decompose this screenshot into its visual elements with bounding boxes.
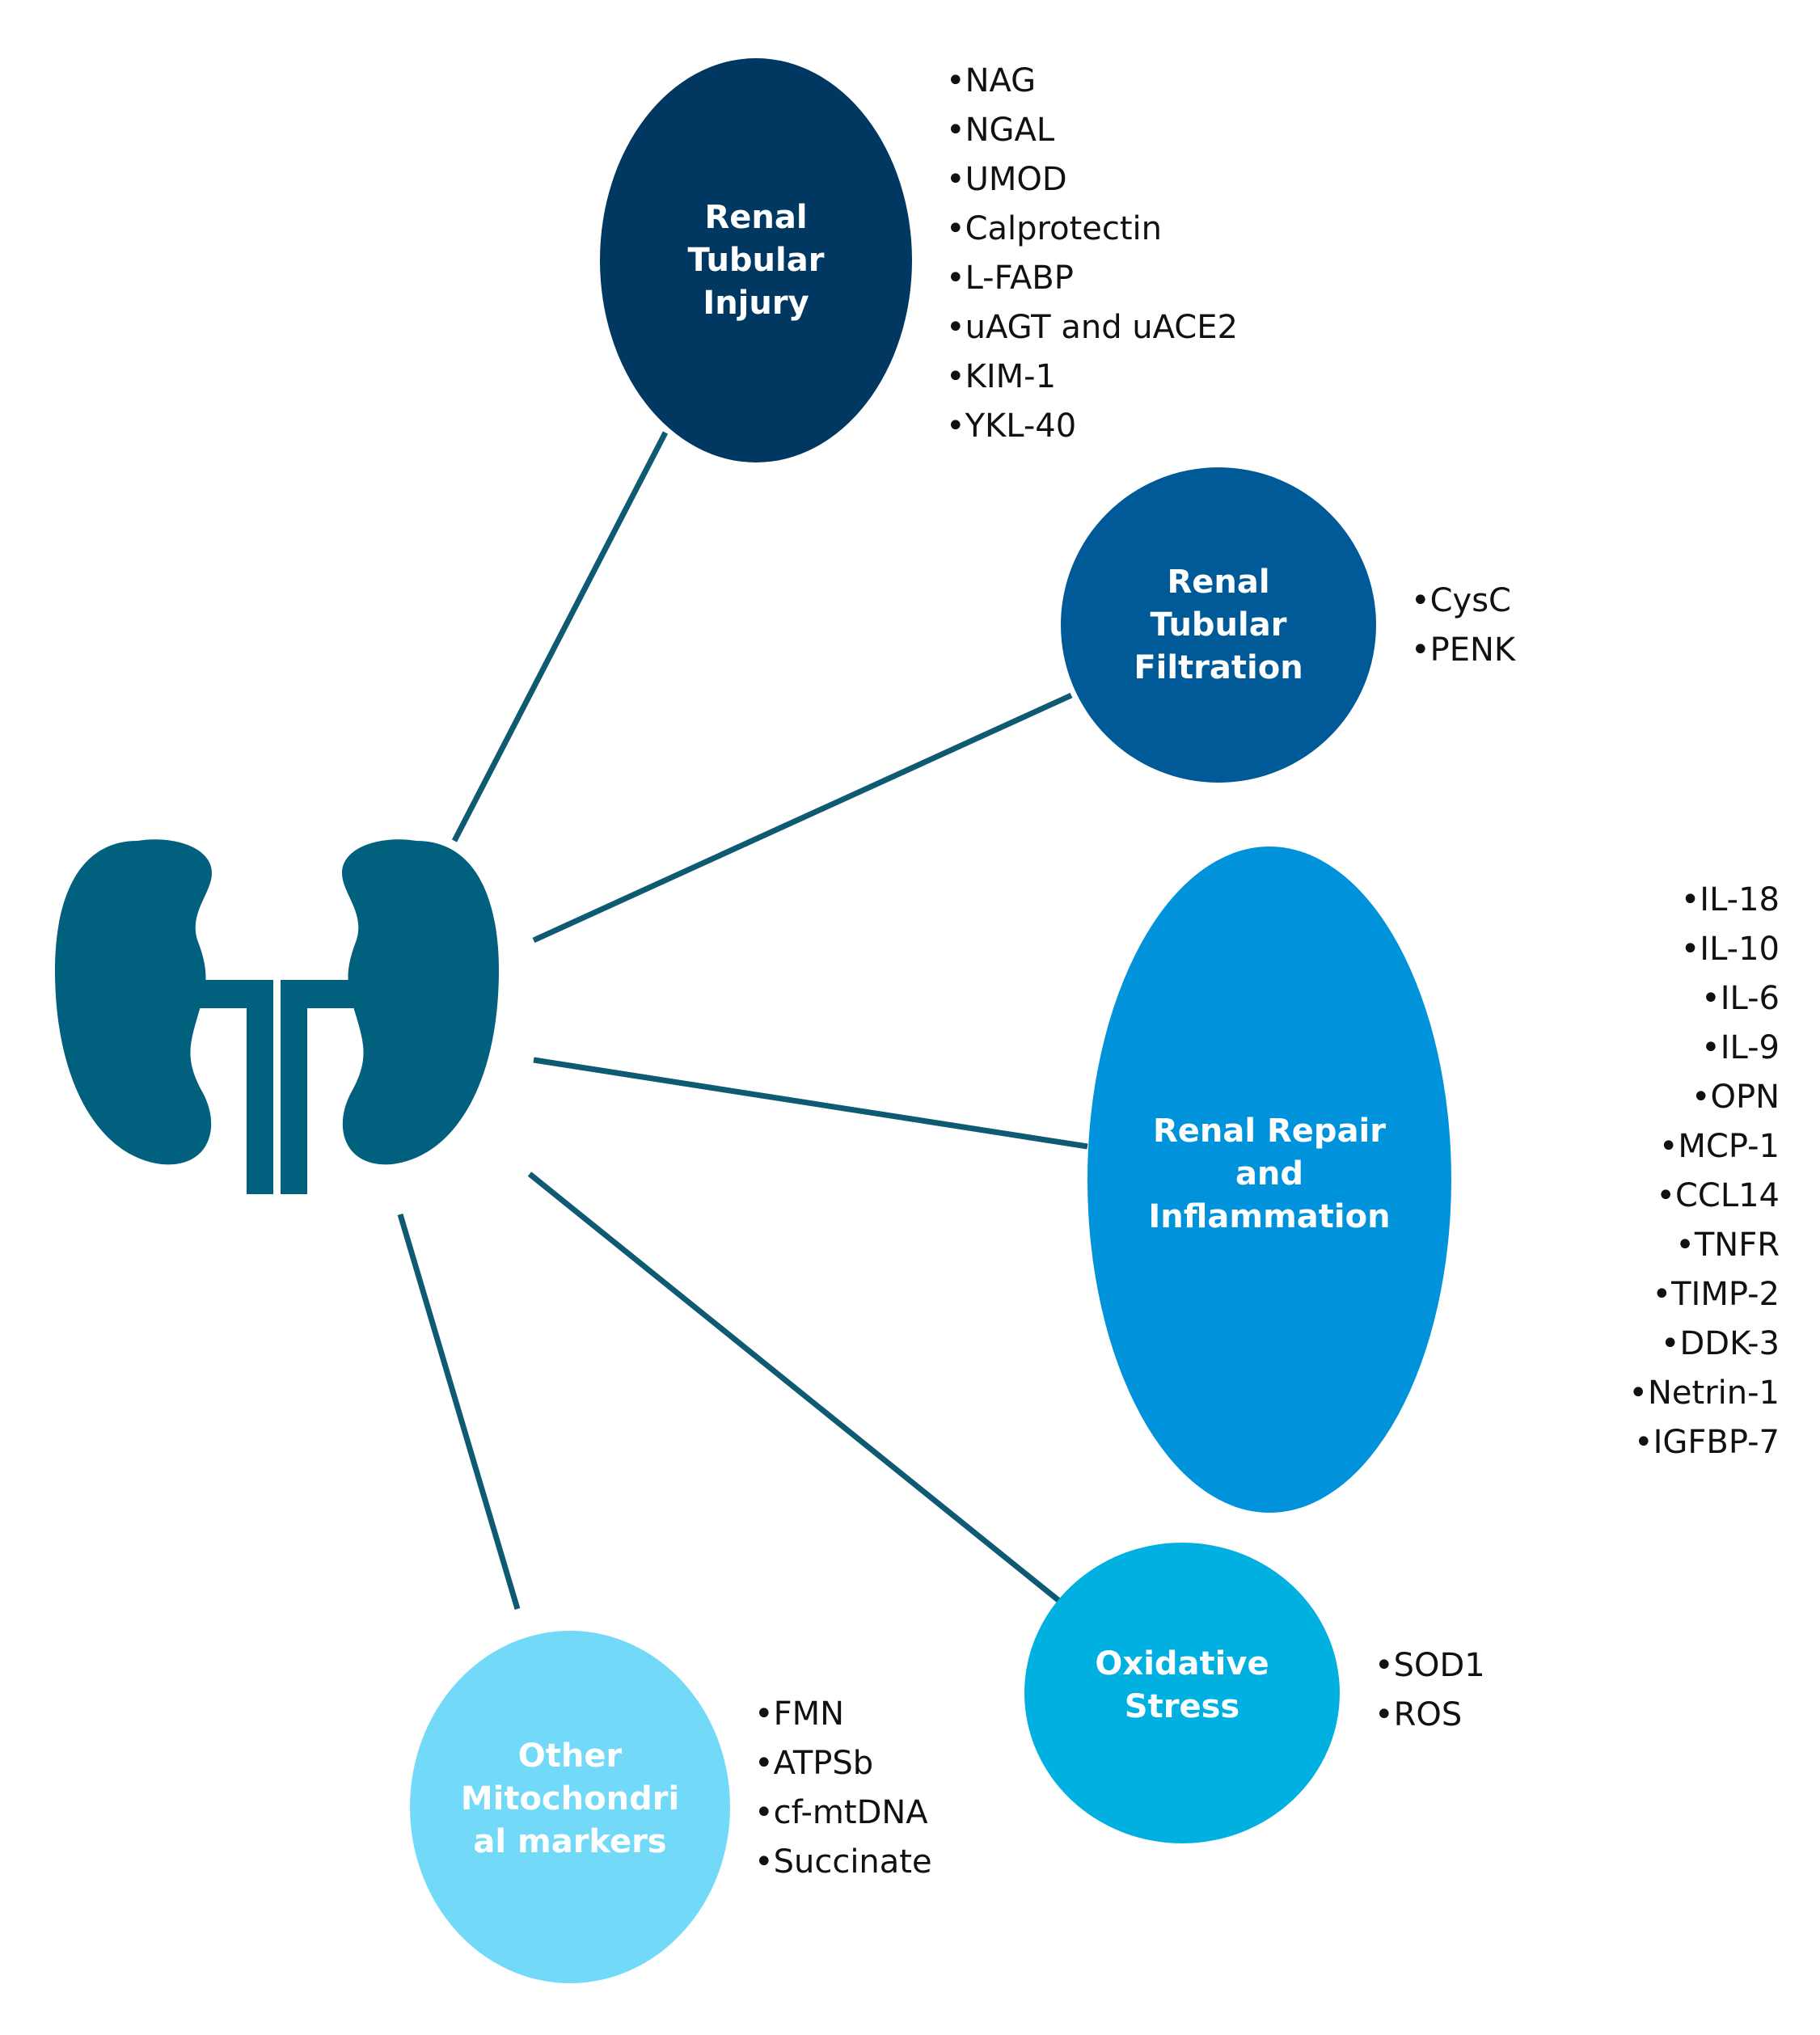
- marker-item: TIMP-2: [1628, 1270, 1780, 1319]
- label-line: Renal Repair: [1152, 1112, 1386, 1150]
- markers-renal-tubular-filtration: CysC PENK: [1411, 576, 1516, 675]
- label-line: Tubular: [1150, 606, 1287, 644]
- marker-item: L-FABP: [946, 254, 1238, 303]
- marker-item: CysC: [1411, 576, 1515, 626]
- marker-item: OPN: [1628, 1073, 1780, 1122]
- label-line: Injury: [703, 284, 809, 322]
- connector-repair-inflammation: [533, 1057, 1088, 1150]
- marker-item: uAGT and uACE2: [946, 303, 1238, 353]
- marker-item: DDK-3: [1628, 1319, 1780, 1369]
- marker-item: Succinate: [754, 1838, 932, 1887]
- label-line: Tubular: [687, 241, 825, 279]
- marker-item: Calprotectin: [946, 205, 1238, 254]
- markers-oxidative-stress: SOD1 ROS: [1375, 1641, 1485, 1740]
- marker-item: YKL-40: [946, 402, 1238, 451]
- connectors: [397, 431, 1088, 1610]
- marker-item: IGFBP-7: [1628, 1418, 1780, 1467]
- marker-item: PENK: [1411, 626, 1516, 675]
- marker-item: cf-mtDNA: [754, 1788, 932, 1838]
- marker-item: FMN: [754, 1690, 932, 1739]
- bubble-renal-repair-inflammation: [1087, 847, 1451, 1513]
- bubble-oxidative-stress: [1024, 1543, 1340, 1843]
- label-line: al markers: [473, 1822, 667, 1860]
- label-renal-tubular-injury: Renal Tubular Injury: [619, 179, 893, 341]
- label-line: Oxidative: [1095, 1645, 1269, 1682]
- marker-item: NAG: [946, 57, 1238, 106]
- marker-item: IL-6: [1628, 974, 1780, 1024]
- marker-item: IL-10: [1628, 925, 1780, 974]
- marker-item: TNFR: [1628, 1221, 1780, 1270]
- label-other-mitochondrial: Other Mitochondri al markers: [433, 1718, 707, 1880]
- label-line: Inflammation: [1148, 1197, 1391, 1235]
- marker-item: KIM-1: [946, 353, 1238, 402]
- label-line: Mitochondri: [460, 1780, 680, 1818]
- connector-tubular-filtration: [532, 692, 1073, 944]
- marker-item: CCL14: [1628, 1172, 1780, 1221]
- marker-item: Netrin-1: [1628, 1369, 1780, 1418]
- label-line: Other: [517, 1737, 623, 1775]
- label-renal-tubular-filtration: Renal Tubular Filtration: [1081, 544, 1356, 706]
- marker-item: MCP-1: [1628, 1122, 1780, 1172]
- right-kidney-icon: [281, 839, 499, 1194]
- marker-item: UMOD: [946, 155, 1238, 205]
- label-line: Stress: [1124, 1688, 1240, 1725]
- marker-item: IL-9: [1628, 1024, 1780, 1073]
- markers-other-mitochondrial: FMN ATPSb cf-mtDNA Succinate: [754, 1690, 932, 1887]
- label-line: and: [1235, 1155, 1304, 1193]
- kidneys-icon: [55, 839, 499, 1194]
- connector-tubular-injury: [451, 431, 669, 842]
- bubble-renal-tubular-injury: [600, 58, 912, 462]
- marker-item: IL-18: [1628, 876, 1780, 925]
- label-line: Renal: [1167, 563, 1270, 601]
- marker-item: NGAL: [946, 106, 1238, 155]
- connector-mitochondrial: [397, 1214, 521, 1610]
- markers-renal-repair-inflammation: IL-18 IL-10 IL-6 IL-9 OPN MCP-1 CCL14 TN…: [1628, 876, 1780, 1467]
- label-oxidative-stress: Oxidative Stress: [1045, 1629, 1320, 1742]
- bubble-renal-tubular-filtration: [1061, 467, 1376, 783]
- category-bubbles: [410, 58, 1451, 1983]
- label-line: Filtration: [1134, 648, 1303, 686]
- label-line: Renal: [704, 198, 808, 236]
- marker-item: SOD1: [1375, 1641, 1485, 1691]
- left-kidney-icon: [55, 839, 273, 1194]
- connector-oxidative-stress: [527, 1172, 1062, 1603]
- marker-item: ROS: [1375, 1691, 1485, 1740]
- markers-renal-tubular-injury: NAG NGAL UMOD Calprotectin L-FABP uAGT a…: [946, 57, 1238, 451]
- label-renal-repair-inflammation: Renal Repair and Inflammation: [1108, 1093, 1431, 1255]
- marker-item: ATPSb: [754, 1739, 932, 1788]
- bubble-other-mitochondrial: [410, 1631, 730, 1983]
